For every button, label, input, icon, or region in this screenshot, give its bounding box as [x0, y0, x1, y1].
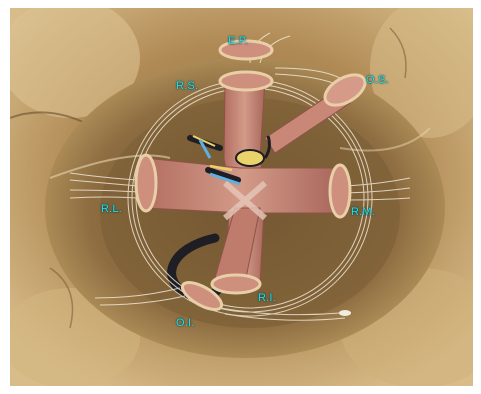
ring-rs — [220, 72, 272, 90]
label-rm: R.M. — [351, 206, 375, 218]
label-ri: R.I. — [258, 292, 276, 304]
ring-ri — [212, 275, 260, 293]
ring-rm — [330, 165, 350, 217]
orbit-anatomy-illustration — [10, 8, 473, 386]
label-os: O.S. — [366, 74, 389, 86]
label-oi: O.I. — [176, 317, 195, 329]
label-rl: R.L. — [101, 203, 122, 215]
bone-highlight — [339, 310, 351, 316]
label-ep: E.P. — [228, 35, 248, 47]
ring-rl — [136, 155, 156, 211]
label-rs: R.S. — [176, 80, 198, 92]
